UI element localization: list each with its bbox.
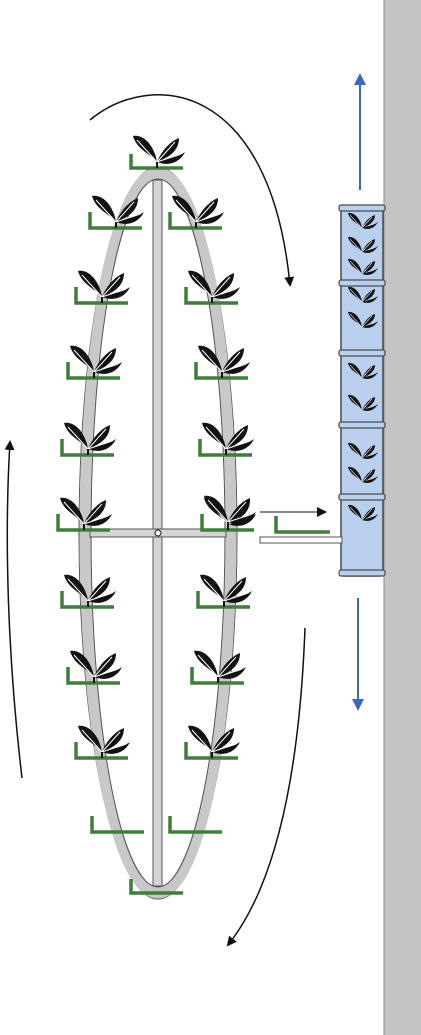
container-divider (338, 349, 386, 357)
shelf-icon (60, 439, 114, 457)
container-divider (338, 421, 386, 429)
shelf-icon (129, 154, 183, 170)
shelf-icon (196, 591, 250, 609)
ring-pot (129, 134, 186, 170)
ring-pot (184, 724, 241, 760)
ring-pot (56, 496, 113, 532)
shelf-icon (168, 816, 222, 834)
transfer-shelf (274, 516, 330, 534)
ring-pot (74, 269, 131, 305)
ring-pot (200, 496, 257, 532)
ring-pot (60, 573, 117, 609)
rotation-arrow-icon-top (89, 94, 295, 287)
shelf-icon (60, 591, 114, 609)
growing-container (340, 207, 384, 577)
shelf-icon (184, 742, 238, 760)
shelf-icon (90, 816, 144, 834)
ring-pot (60, 421, 117, 457)
rotation-arrow-icon-left (4, 440, 23, 779)
shelf-icon (56, 514, 110, 532)
shelf-icon (190, 667, 244, 685)
shelf-icon (74, 742, 128, 760)
container-dividers (338, 279, 386, 501)
ring-pot (74, 724, 131, 760)
ring-pot (66, 649, 123, 685)
rotation-arrow-icon-bottom (226, 627, 306, 947)
shelf-icon (184, 287, 238, 305)
shelf-icon (66, 362, 120, 380)
ring-pot (66, 344, 123, 380)
container-divider (338, 493, 386, 501)
shelf-icon (66, 667, 120, 685)
shelf-icon (194, 362, 248, 380)
shelf-icon (129, 879, 183, 895)
ring-pot (194, 344, 251, 380)
ring-pot (88, 194, 145, 230)
ring-pot (168, 194, 225, 230)
ring-pot (190, 649, 247, 685)
ring-pot (198, 421, 255, 457)
shelf-icon (88, 212, 142, 230)
ring-pot (90, 816, 144, 834)
shelf-icon (168, 212, 222, 230)
hub (154, 529, 162, 537)
shelf-icon (74, 287, 128, 305)
shelf-icon (200, 514, 254, 532)
wall (384, 0, 421, 1035)
ring-pots (56, 134, 257, 895)
shelf-icon (198, 439, 252, 457)
ring-pot (168, 816, 222, 834)
container-cap-top (338, 204, 386, 212)
container-cap-bottom (338, 569, 386, 577)
ring-pot (129, 879, 183, 895)
ring-pot (184, 269, 241, 305)
plant-icon (132, 134, 186, 169)
container-divider (338, 279, 386, 287)
ring-pot (196, 573, 253, 609)
transfer-rail (259, 536, 343, 544)
